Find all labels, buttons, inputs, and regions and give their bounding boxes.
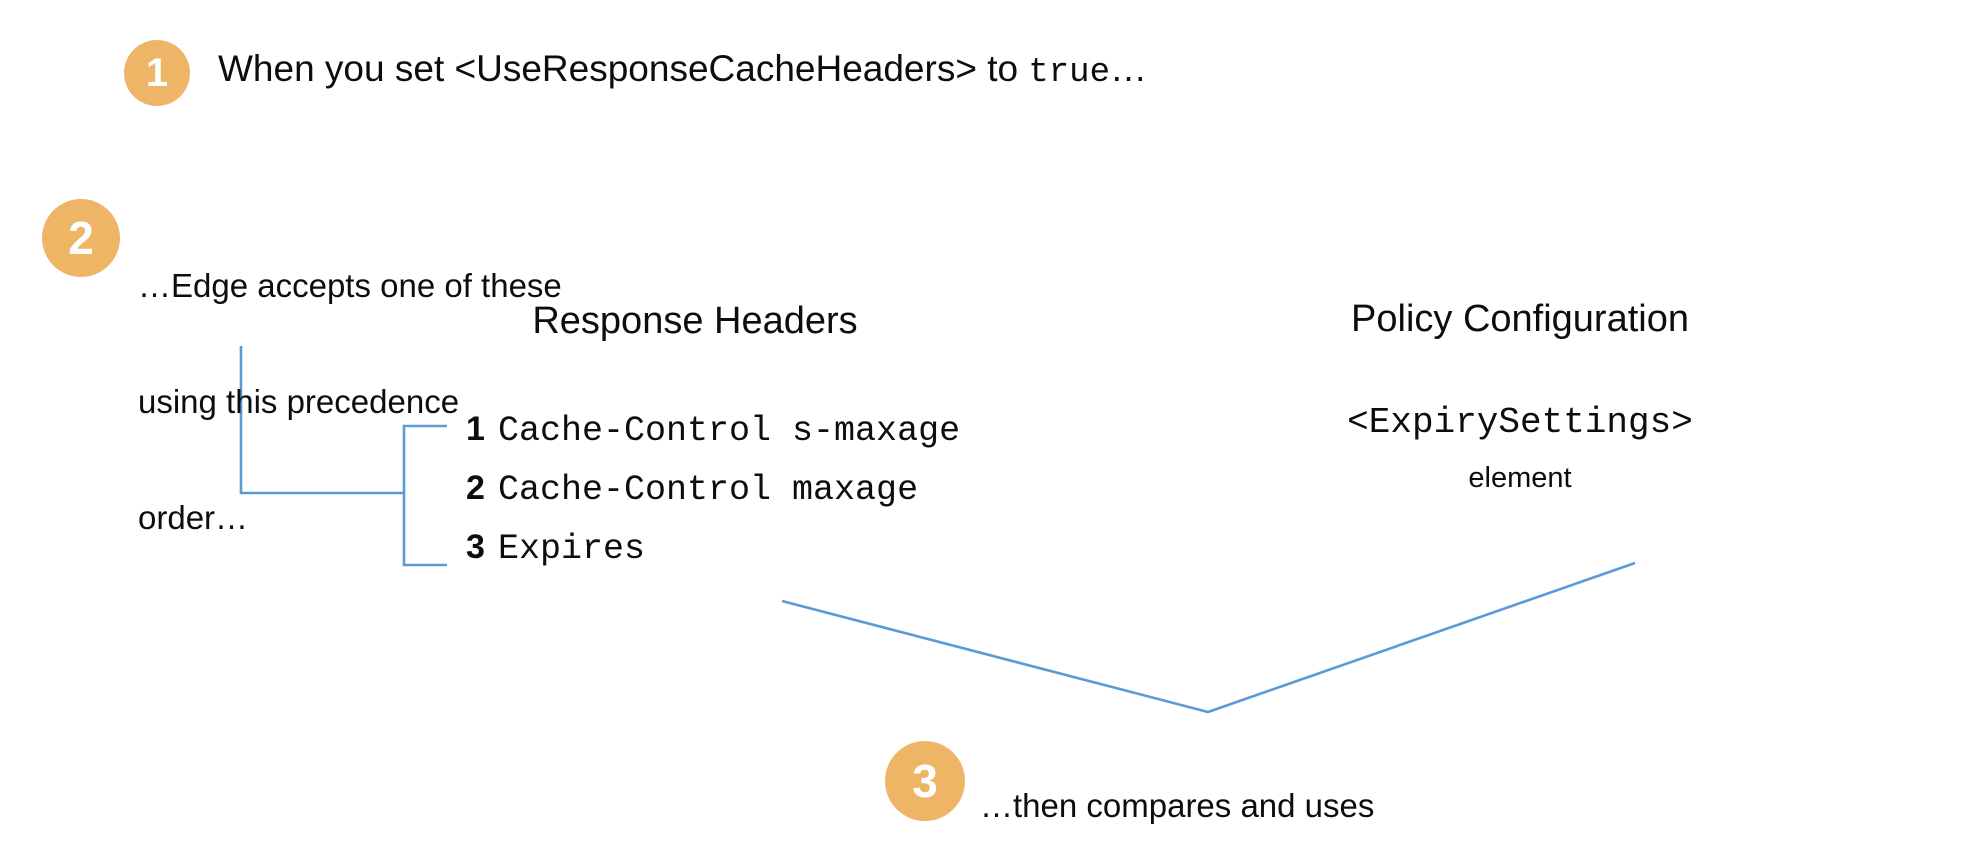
step-3-caption: …then compares and uses the lesser of th… bbox=[980, 748, 1374, 858]
step-badge-3-number: 3 bbox=[912, 755, 938, 807]
step-badge-2: 2 bbox=[42, 199, 120, 277]
precedence-list-item: 1 Cache-Control s-maxage bbox=[466, 410, 960, 469]
precedence-item-index: 2 bbox=[466, 469, 485, 507]
precedence-item-index: 1 bbox=[466, 410, 485, 448]
policy-element-word: element bbox=[1468, 462, 1572, 494]
precedence-item-index: 3 bbox=[466, 528, 485, 566]
step-2-caption: …Edge accepts one of these using this pr… bbox=[138, 190, 562, 615]
step-1-caption: When you set <UseResponseCacheHeaders> t… bbox=[218, 48, 1147, 93]
step-3-caption-line-1: …then compares and uses bbox=[980, 786, 1375, 824]
step-2-caption-line-1: …Edge accepts one of these bbox=[138, 267, 562, 305]
step-badge-3: 3 bbox=[885, 741, 965, 821]
step-1-code-true: true bbox=[1028, 54, 1110, 92]
precedence-item-name: Cache-Control s-maxage bbox=[498, 411, 961, 451]
response-headers-heading: Response Headers bbox=[532, 300, 858, 342]
step-2-caption-line-2: using this precedence bbox=[138, 383, 460, 421]
policy-configuration-heading: Policy Configuration bbox=[1351, 298, 1689, 340]
step-badge-2-number: 2 bbox=[68, 212, 94, 264]
precedence-item-name: Expires bbox=[498, 529, 646, 569]
precedence-list-item: 2 Cache-Control maxage bbox=[466, 469, 960, 528]
step-badge-1-number: 1 bbox=[145, 51, 169, 95]
precedence-list: 1 Cache-Control s-maxage 2 Cache-Control… bbox=[466, 410, 960, 587]
step-1-caption-ellipsis: … bbox=[1109, 48, 1147, 89]
step-1-caption-text: When you set <UseResponseCacheHeaders> t… bbox=[218, 48, 1029, 89]
step-badge-1: 1 bbox=[124, 40, 190, 106]
precedence-list-item: 3 Expires bbox=[466, 528, 960, 587]
precedence-item-name: Cache-Control maxage bbox=[498, 470, 919, 510]
step-2-caption-line-3: order… bbox=[138, 498, 249, 536]
policy-element-name: <ExpirySettings> bbox=[1347, 402, 1693, 443]
